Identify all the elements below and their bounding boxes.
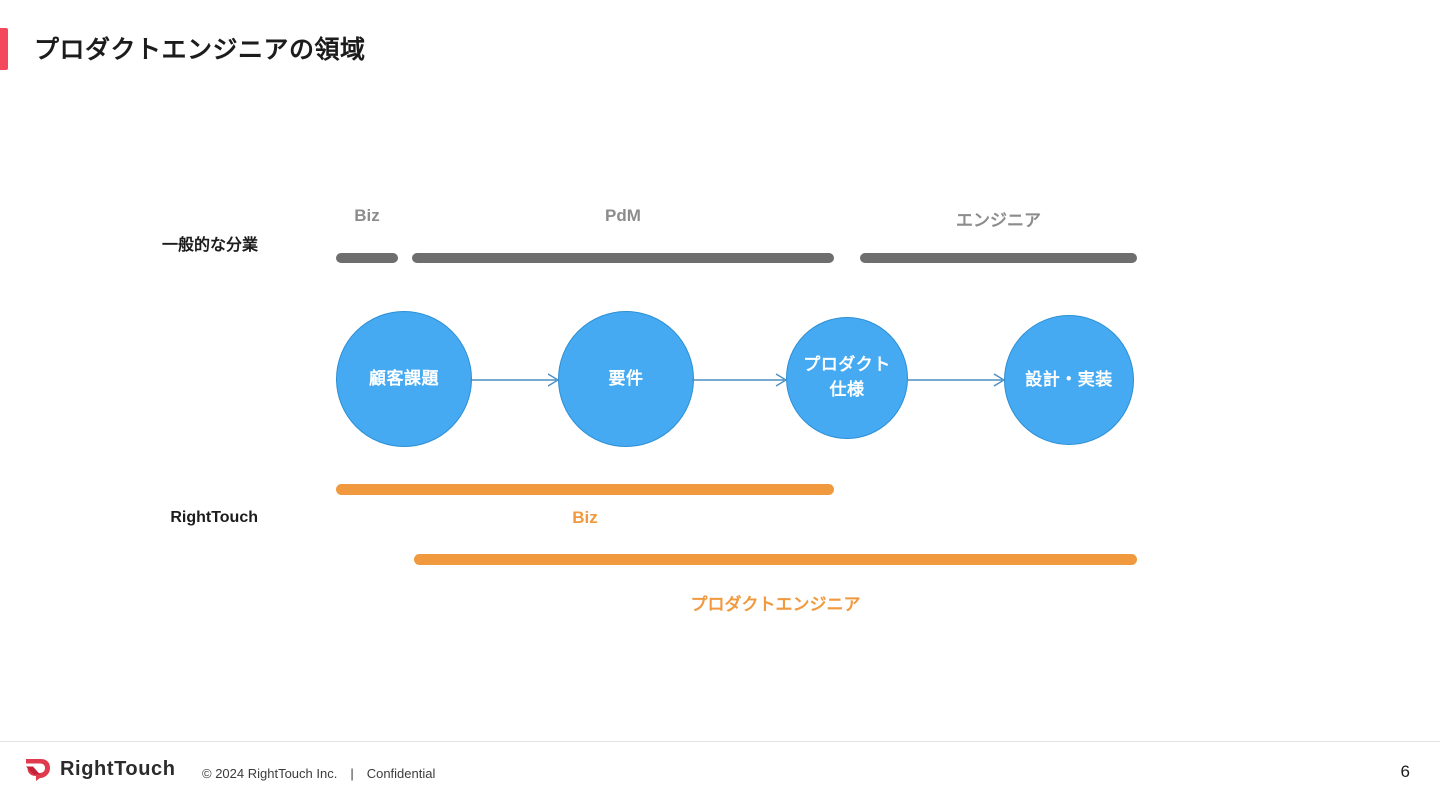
page-number: 6 [1400,762,1410,781]
orange-bar-product-engineer [414,554,1137,565]
flow-node-label: 要件 [608,368,644,388]
gray-bar-biz [336,253,398,263]
flow-arrow-1-icon [470,372,560,388]
orange-label-biz: Biz [572,508,598,527]
orange-bar-biz [336,484,834,495]
flow-arrow-3-icon [908,372,1006,388]
flow-node-customer-issue: 顧客課題 [336,311,472,447]
row-label-righttouch: RightTouch [170,509,258,526]
flow-node-product-spec: プロダクト 仕様 [786,317,908,439]
flow-node-design-implementation: 設計・実装 [1004,315,1134,445]
gray-bar-pdm [412,253,834,263]
righttouch-logo-icon [24,755,52,783]
flow-node-label: 顧客課題 [369,368,439,388]
gray-bar-engineer [860,253,1137,263]
segment-label-biz: Biz [354,206,380,225]
orange-label-product-engineer: プロダクトエンジニア [690,595,861,614]
footer-logo: RightTouch [24,755,176,783]
segment-label-engineer: エンジニア [956,211,1041,230]
page-title: プロダクトエンジニアの領域 [34,36,366,64]
flow-node-label: 設計・実装 [1025,369,1113,389]
footer-wordmark: RightTouch [60,758,176,780]
flow-node-label-line2: 仕様 [829,380,865,399]
flow-node-label-wrapper: プロダクト 仕様 [803,353,891,402]
footer-divider [0,741,1440,742]
segment-label-pdm: PdM [605,206,641,225]
row-label-general-division: 一般的な分業 [161,237,258,254]
footer-copyright: © 2024 RightTouch Inc. | Confidential [202,766,436,781]
flow-arrow-2-icon [692,372,788,388]
flow-node-label-line1: プロダクト [803,355,891,375]
flow-node-requirements: 要件 [558,311,694,447]
title-accent-bar [0,28,8,70]
